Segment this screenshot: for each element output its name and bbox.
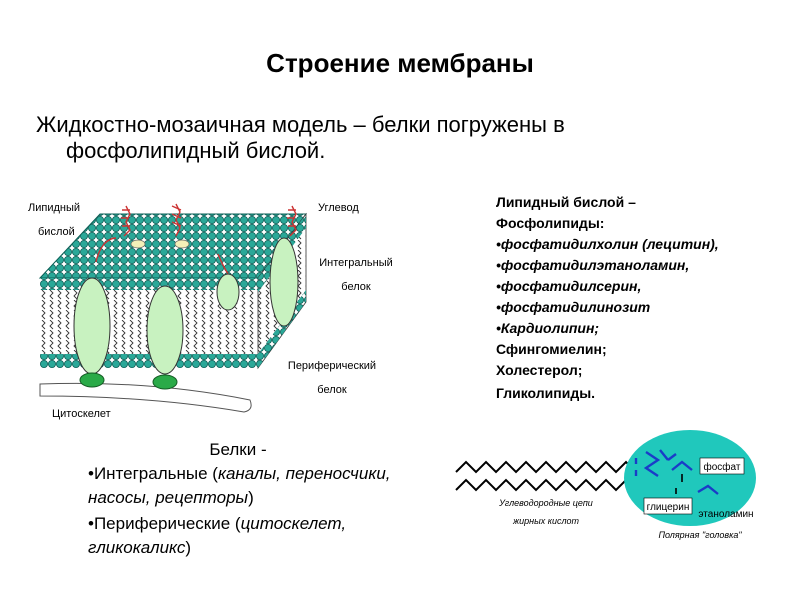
proteins-text: Белки - •Интегральные (каналы, переносчи…: [88, 438, 448, 560]
label-lipid-bilayer-line2: бислой: [38, 226, 75, 238]
intro-text: Жидкостно-мозаичная модель – белки погру…: [36, 112, 716, 164]
lipid-list-heading-1: Липидный бислой –: [496, 194, 636, 210]
intro-line-2: фосфолипидный бислой.: [66, 138, 326, 163]
lipid-list-item: •фосфатидилхолин (лецитин),: [496, 236, 719, 252]
label-integral-line2: белок: [341, 281, 371, 293]
glycerol-label: глицерин: [647, 502, 690, 513]
proteins-peripheral-close: ): [185, 538, 192, 557]
lipid-list-item: •Кардиолипин;: [496, 320, 600, 336]
intro-line-1: Жидкостно-мозаичная модель – белки погру…: [36, 112, 565, 137]
lipid-list-heading-2: Фосфолипиды:: [496, 215, 605, 231]
membrane-diagram: [38, 203, 307, 413]
lipid-list-other: Холестерол;: [496, 362, 583, 378]
proteins-heading: Белки -: [209, 440, 267, 459]
fatty-acid-chain: [455, 460, 637, 474]
carbohydrate-chains: [95, 203, 297, 275]
lipid-list: Липидный бислой – Фосфолипиды: •фосфатид…: [496, 192, 796, 404]
proteins-integral-label: •Интегральные (: [88, 464, 218, 483]
label-integral-protein: Интегральный белок: [312, 251, 400, 299]
proteins-peripheral-label: •Периферические (: [88, 514, 241, 533]
lipid-list-other: Сфингомиелин;: [496, 341, 607, 357]
integral-protein-small: [216, 273, 240, 311]
peripheral-protein: [79, 372, 105, 388]
proteins-integral-close: ): [248, 488, 254, 507]
phosphate-box: [699, 457, 745, 475]
proteins-integral: •Интегральные (каналы, переносчики, насо…: [88, 462, 448, 510]
label-cytoskeleton: Цитоскелет: [52, 408, 111, 420]
glycolipid-head: [174, 239, 190, 249]
proteins-integral-examples: каналы, переносчики, насосы, рецепторы: [88, 464, 391, 507]
proteins-peripheral: •Периферические (цитоскелет, гликокаликс…: [88, 512, 448, 560]
label-peripheral-line2: белок: [317, 384, 347, 396]
label-peripheral-protein: Периферический белок: [278, 354, 386, 402]
glycerol-box: [643, 497, 693, 515]
peripheral-protein: [152, 374, 178, 390]
polar-head-label: Полярная "головка": [658, 530, 742, 540]
label-peripheral-line1: Периферический: [287, 360, 377, 372]
bilayer-front-heads-bottom: [40, 354, 258, 368]
label-integral-line1: Интегральный: [319, 257, 393, 269]
proteins-peripheral-examples: цитоскелет, гликокаликс: [88, 514, 347, 557]
phospholipid-diagram: фосфат глицерин этаноламин Углеводородны…: [455, 430, 756, 540]
integral-protein: [269, 237, 299, 327]
label-carbohydrate: Углевод: [318, 202, 359, 214]
chains-label-line1: Углеводородные цепи: [498, 498, 593, 508]
page-title: Строение мембраны: [266, 48, 534, 78]
cytoskeleton-filament: [39, 382, 252, 413]
ethanolamine-label: этаноламин: [698, 509, 753, 520]
head-molecule: [634, 449, 719, 495]
lipid-list-item: •фосфатидилинозит: [496, 299, 651, 315]
integral-protein: [146, 285, 184, 375]
chains-label-line2: жирных кислот: [512, 516, 580, 526]
glycolipid-head: [130, 239, 146, 249]
label-lipid-bilayer: Липидный бислой: [28, 196, 80, 244]
lipid-list-other: Гликолипиды.: [496, 385, 596, 401]
label-lipid-bilayer-line1: Липидный: [28, 202, 81, 214]
lipid-list-item: •фосфатидилэтаноламин,: [496, 257, 690, 273]
integral-protein: [73, 277, 111, 375]
lipid-list-item: •фосфатидилсерин,: [496, 278, 642, 294]
phosphate-label: фосфат: [704, 461, 741, 473]
head-bonds: [675, 474, 683, 494]
